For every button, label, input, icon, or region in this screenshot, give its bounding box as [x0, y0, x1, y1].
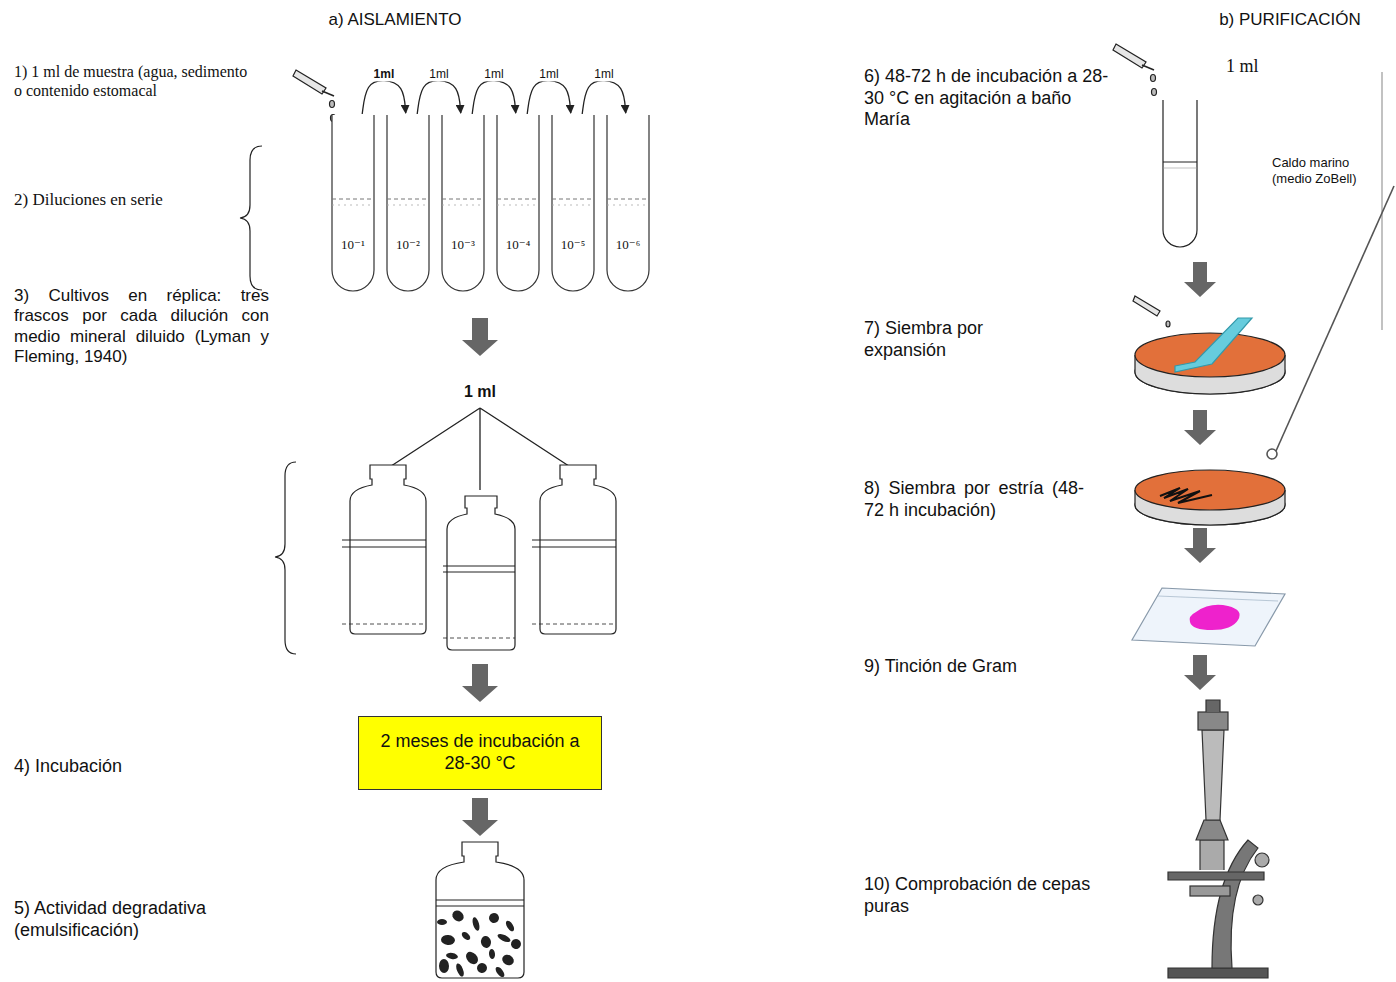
- dilution-tube: 10⁻³: [440, 115, 486, 293]
- process-box: 2 meses de incubación a 28-30 °C: [358, 716, 602, 790]
- dilution-tube: 10⁻²: [385, 115, 431, 293]
- step-text: 3) Cultivos en réplica: tres frascos por…: [14, 286, 269, 368]
- step-text: 1) 1 ml de muestra (agua, sedimento o co…: [14, 62, 254, 100]
- dilution-label: 10⁻⁴: [506, 237, 530, 253]
- bottle: [532, 465, 616, 634]
- volume-label: 1 ml: [1226, 56, 1286, 78]
- slide: [1132, 588, 1285, 646]
- tube-outline: [605, 115, 651, 293]
- branch-line: [385, 408, 575, 490]
- pipette: [1113, 44, 1157, 96]
- bracket: [240, 146, 262, 290]
- transfer-arrow: [582, 81, 626, 114]
- step-text: 10) Comprobación de cepas puras: [864, 874, 1094, 917]
- panel-title: b) PURIFICACIÓN: [1195, 10, 1385, 30]
- volume-label: 1ml: [427, 68, 450, 81]
- step-text: 5) Actividad degradativa (emulsificación…: [14, 898, 274, 941]
- panel-title: a) AISLAMIENTO: [300, 10, 490, 30]
- scope-line: [1381, 72, 1382, 330]
- bracket: [275, 462, 296, 654]
- tube-outline: [385, 115, 431, 293]
- step-text: 2) Diluciones en serie: [14, 190, 239, 210]
- step-text: 9) Tinción de Gram: [864, 656, 1094, 678]
- dilution-tube: 10⁻¹: [330, 115, 376, 293]
- volume-label: 1ml: [482, 68, 505, 81]
- petri-dish: [1135, 186, 1394, 525]
- volume-label: 1ml: [537, 68, 560, 81]
- process-text: 2 meses de incubación a 28-30 °C: [369, 731, 591, 774]
- volume-label: 1 ml: [440, 382, 520, 401]
- dilution-label: 10⁻⁵: [561, 237, 585, 253]
- dilution-label: 10⁻⁶: [616, 237, 640, 253]
- transfer-arrow: [472, 81, 516, 114]
- tube-outline: [330, 115, 376, 293]
- pipette: [1133, 296, 1170, 327]
- volume-label: 1ml: [592, 68, 615, 81]
- medium-label: Caldo marino (medio ZoBell): [1272, 155, 1378, 186]
- petri-dish: [1135, 318, 1285, 394]
- transfer-arrow: [527, 81, 571, 114]
- microscope: [1168, 700, 1269, 978]
- pipette: [293, 70, 336, 122]
- volume-label: 1ml: [372, 68, 397, 81]
- dilution-label: 10⁻¹: [341, 237, 365, 253]
- step-text: 7) Siembra por expansión: [864, 318, 1064, 361]
- jar: [436, 842, 524, 979]
- dilution-tube: 10⁻⁴: [495, 115, 541, 293]
- step-text: 4) Incubación: [14, 756, 254, 778]
- dilution-tube: 10⁻⁶: [605, 115, 651, 293]
- transfer-arrow: [362, 81, 406, 114]
- tube-outline: [495, 115, 541, 293]
- dilution-label: 10⁻²: [396, 237, 420, 253]
- step-text: 6) 48-72 h de incubación a 28-30 °C en a…: [864, 66, 1114, 131]
- broth-tube: [1163, 100, 1197, 247]
- transfer-arrow: [417, 81, 461, 114]
- tube-outline: [550, 115, 596, 293]
- dilution-tube: 10⁻⁵: [550, 115, 596, 293]
- dilution-label: 10⁻³: [451, 237, 475, 253]
- tube-outline: [440, 115, 486, 293]
- bottle: [443, 496, 515, 650]
- step-text: 8) Siembra por estría (48-72 h incubació…: [864, 478, 1084, 521]
- bottle: [342, 465, 426, 634]
